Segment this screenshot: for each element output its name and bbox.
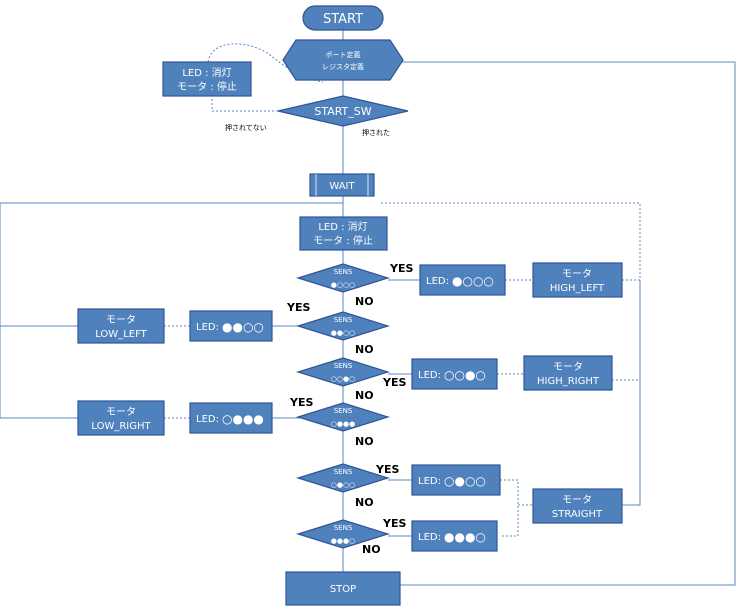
sens-decision-1: SENS ●○○○ bbox=[295, 263, 391, 293]
connectors bbox=[0, 30, 736, 586]
no-label-3: NO bbox=[355, 389, 374, 402]
sens-label-3: SENS bbox=[334, 362, 353, 370]
yes-label-5: YES bbox=[375, 463, 399, 476]
no-label-2: NO bbox=[355, 343, 374, 356]
sens-label-5: SENS bbox=[334, 468, 353, 476]
motor-box-high-left: モータ HIGH_LEFT bbox=[532, 262, 623, 298]
motor-box-low-left: モータ LOW_LEFT bbox=[77, 308, 165, 344]
sens-decision-3: SENS ○○●○ bbox=[295, 357, 391, 387]
motor-box-straight: モータ STRAIGHT bbox=[532, 488, 623, 524]
motor-label-ll: モータ bbox=[106, 314, 136, 326]
no-label-4: NO bbox=[355, 435, 374, 448]
sens-pattern-1: ●○○○ bbox=[331, 281, 355, 289]
led-box-straight-1: LED: ○●○○ bbox=[411, 464, 501, 496]
stop-box: STOP bbox=[285, 571, 401, 606]
reset-line-1: LED : 消灯 bbox=[318, 220, 367, 233]
sens-label-2: SENS bbox=[334, 316, 353, 324]
start-sw-label: START_SW bbox=[314, 105, 371, 118]
start-sw-decision: START_SW bbox=[277, 95, 409, 127]
idle-line-1: LED : 消灯 bbox=[182, 66, 231, 79]
sens-label-4: SENS bbox=[334, 407, 353, 415]
led-label-ll: LED: bbox=[196, 322, 219, 333]
led-pattern-s2: ●●●○ bbox=[444, 530, 486, 544]
led-pattern-hr: ○○●○ bbox=[444, 368, 486, 382]
yes-label-3: YES bbox=[382, 376, 406, 389]
motor-label-hr: モータ bbox=[553, 361, 583, 373]
led-label-hr: LED: bbox=[418, 370, 441, 381]
start-label: START bbox=[323, 12, 363, 27]
motor-label-st: モータ bbox=[562, 494, 592, 506]
sens-decision-4: SENS ○●●● bbox=[295, 402, 391, 432]
led-label-hl: LED: bbox=[426, 276, 449, 287]
led-pattern-hl: ●○○○ bbox=[452, 274, 494, 288]
no-label-1: NO bbox=[355, 295, 374, 308]
init-line-1: ポート定義 bbox=[326, 50, 361, 59]
reset-line-2: モータ : 停止 bbox=[313, 234, 373, 247]
sens-pattern-5: ○●○○ bbox=[331, 481, 355, 489]
led-pattern-s1: ○●○○ bbox=[444, 474, 486, 488]
sens-pattern-2: ●●○○ bbox=[331, 329, 355, 337]
led-box-high-right: LED: ○○●○ bbox=[411, 358, 498, 390]
led-box-low-right: LED: ○●●● bbox=[189, 402, 273, 434]
idle-line-2: モータ : 停止 bbox=[177, 80, 237, 93]
sens-decision-5: SENS ○●○○ bbox=[295, 463, 391, 493]
wait-label: WAIT bbox=[329, 181, 355, 192]
motor-mode-hr: HIGH_RIGHT bbox=[537, 376, 600, 387]
idle-box: LED : 消灯 モータ : 停止 bbox=[162, 61, 252, 97]
led-label-s2: LED: bbox=[418, 532, 441, 543]
led-box-straight-2: LED: ●●●○ bbox=[411, 520, 498, 552]
led-label-s1: LED: bbox=[418, 476, 441, 487]
led-pattern-ll: ●●○○ bbox=[222, 320, 264, 334]
idle-return-arrow bbox=[207, 43, 324, 83]
led-box-low-left: LED: ●●○○ bbox=[189, 310, 273, 342]
no-label-5: NO bbox=[355, 496, 374, 509]
motor-mode-ll: LOW_LEFT bbox=[95, 329, 147, 340]
sens-decision-6: SENS ●●●○ bbox=[295, 519, 391, 549]
yes-label-6: YES bbox=[382, 517, 406, 530]
motor-mode-st: STRAIGHT bbox=[552, 509, 603, 520]
yes-label-2: YES bbox=[286, 301, 310, 314]
start-terminator: START bbox=[302, 5, 384, 31]
led-box-high-left: LED: ●○○○ bbox=[419, 264, 506, 296]
yes-label-4: YES bbox=[289, 396, 313, 409]
motor-label-lr: モータ bbox=[106, 406, 136, 418]
init-process: ポート定義 レジスタ定義 bbox=[282, 39, 404, 81]
yes-label-1: YES bbox=[389, 262, 413, 275]
motor-mode-hl: HIGH_LEFT bbox=[550, 283, 605, 294]
init-line-2: レジスタ定義 bbox=[322, 62, 364, 71]
reset-box: LED : 消灯 モータ : 停止 bbox=[299, 216, 388, 251]
not-pressed-arrow bbox=[211, 98, 278, 112]
led-label-lr: LED: bbox=[196, 414, 219, 425]
motor-label-hl: モータ bbox=[562, 268, 592, 280]
motor-box-low-right: モータ LOW_RIGHT bbox=[77, 400, 165, 436]
sens-pattern-6: ●●●○ bbox=[331, 537, 355, 545]
sens-label-6: SENS bbox=[334, 524, 353, 532]
motor-box-high-right: モータ HIGH_RIGHT bbox=[523, 355, 613, 391]
led-pattern-lr: ○●●● bbox=[222, 412, 264, 426]
sens-pattern-3: ○○●○ bbox=[331, 375, 355, 383]
sens-label-1: SENS bbox=[334, 268, 353, 276]
stop-label: STOP bbox=[330, 584, 356, 595]
sens-pattern-4: ○●●● bbox=[331, 420, 355, 428]
motor-mode-lr: LOW_RIGHT bbox=[91, 421, 151, 432]
no-label-6: NO bbox=[362, 543, 381, 556]
pressed-label: 押された bbox=[362, 128, 390, 137]
wait-box: WAIT bbox=[309, 173, 375, 197]
sens-decision-2: SENS ●●○○ bbox=[295, 311, 391, 341]
not-pressed-label: 押されてない bbox=[225, 123, 267, 132]
